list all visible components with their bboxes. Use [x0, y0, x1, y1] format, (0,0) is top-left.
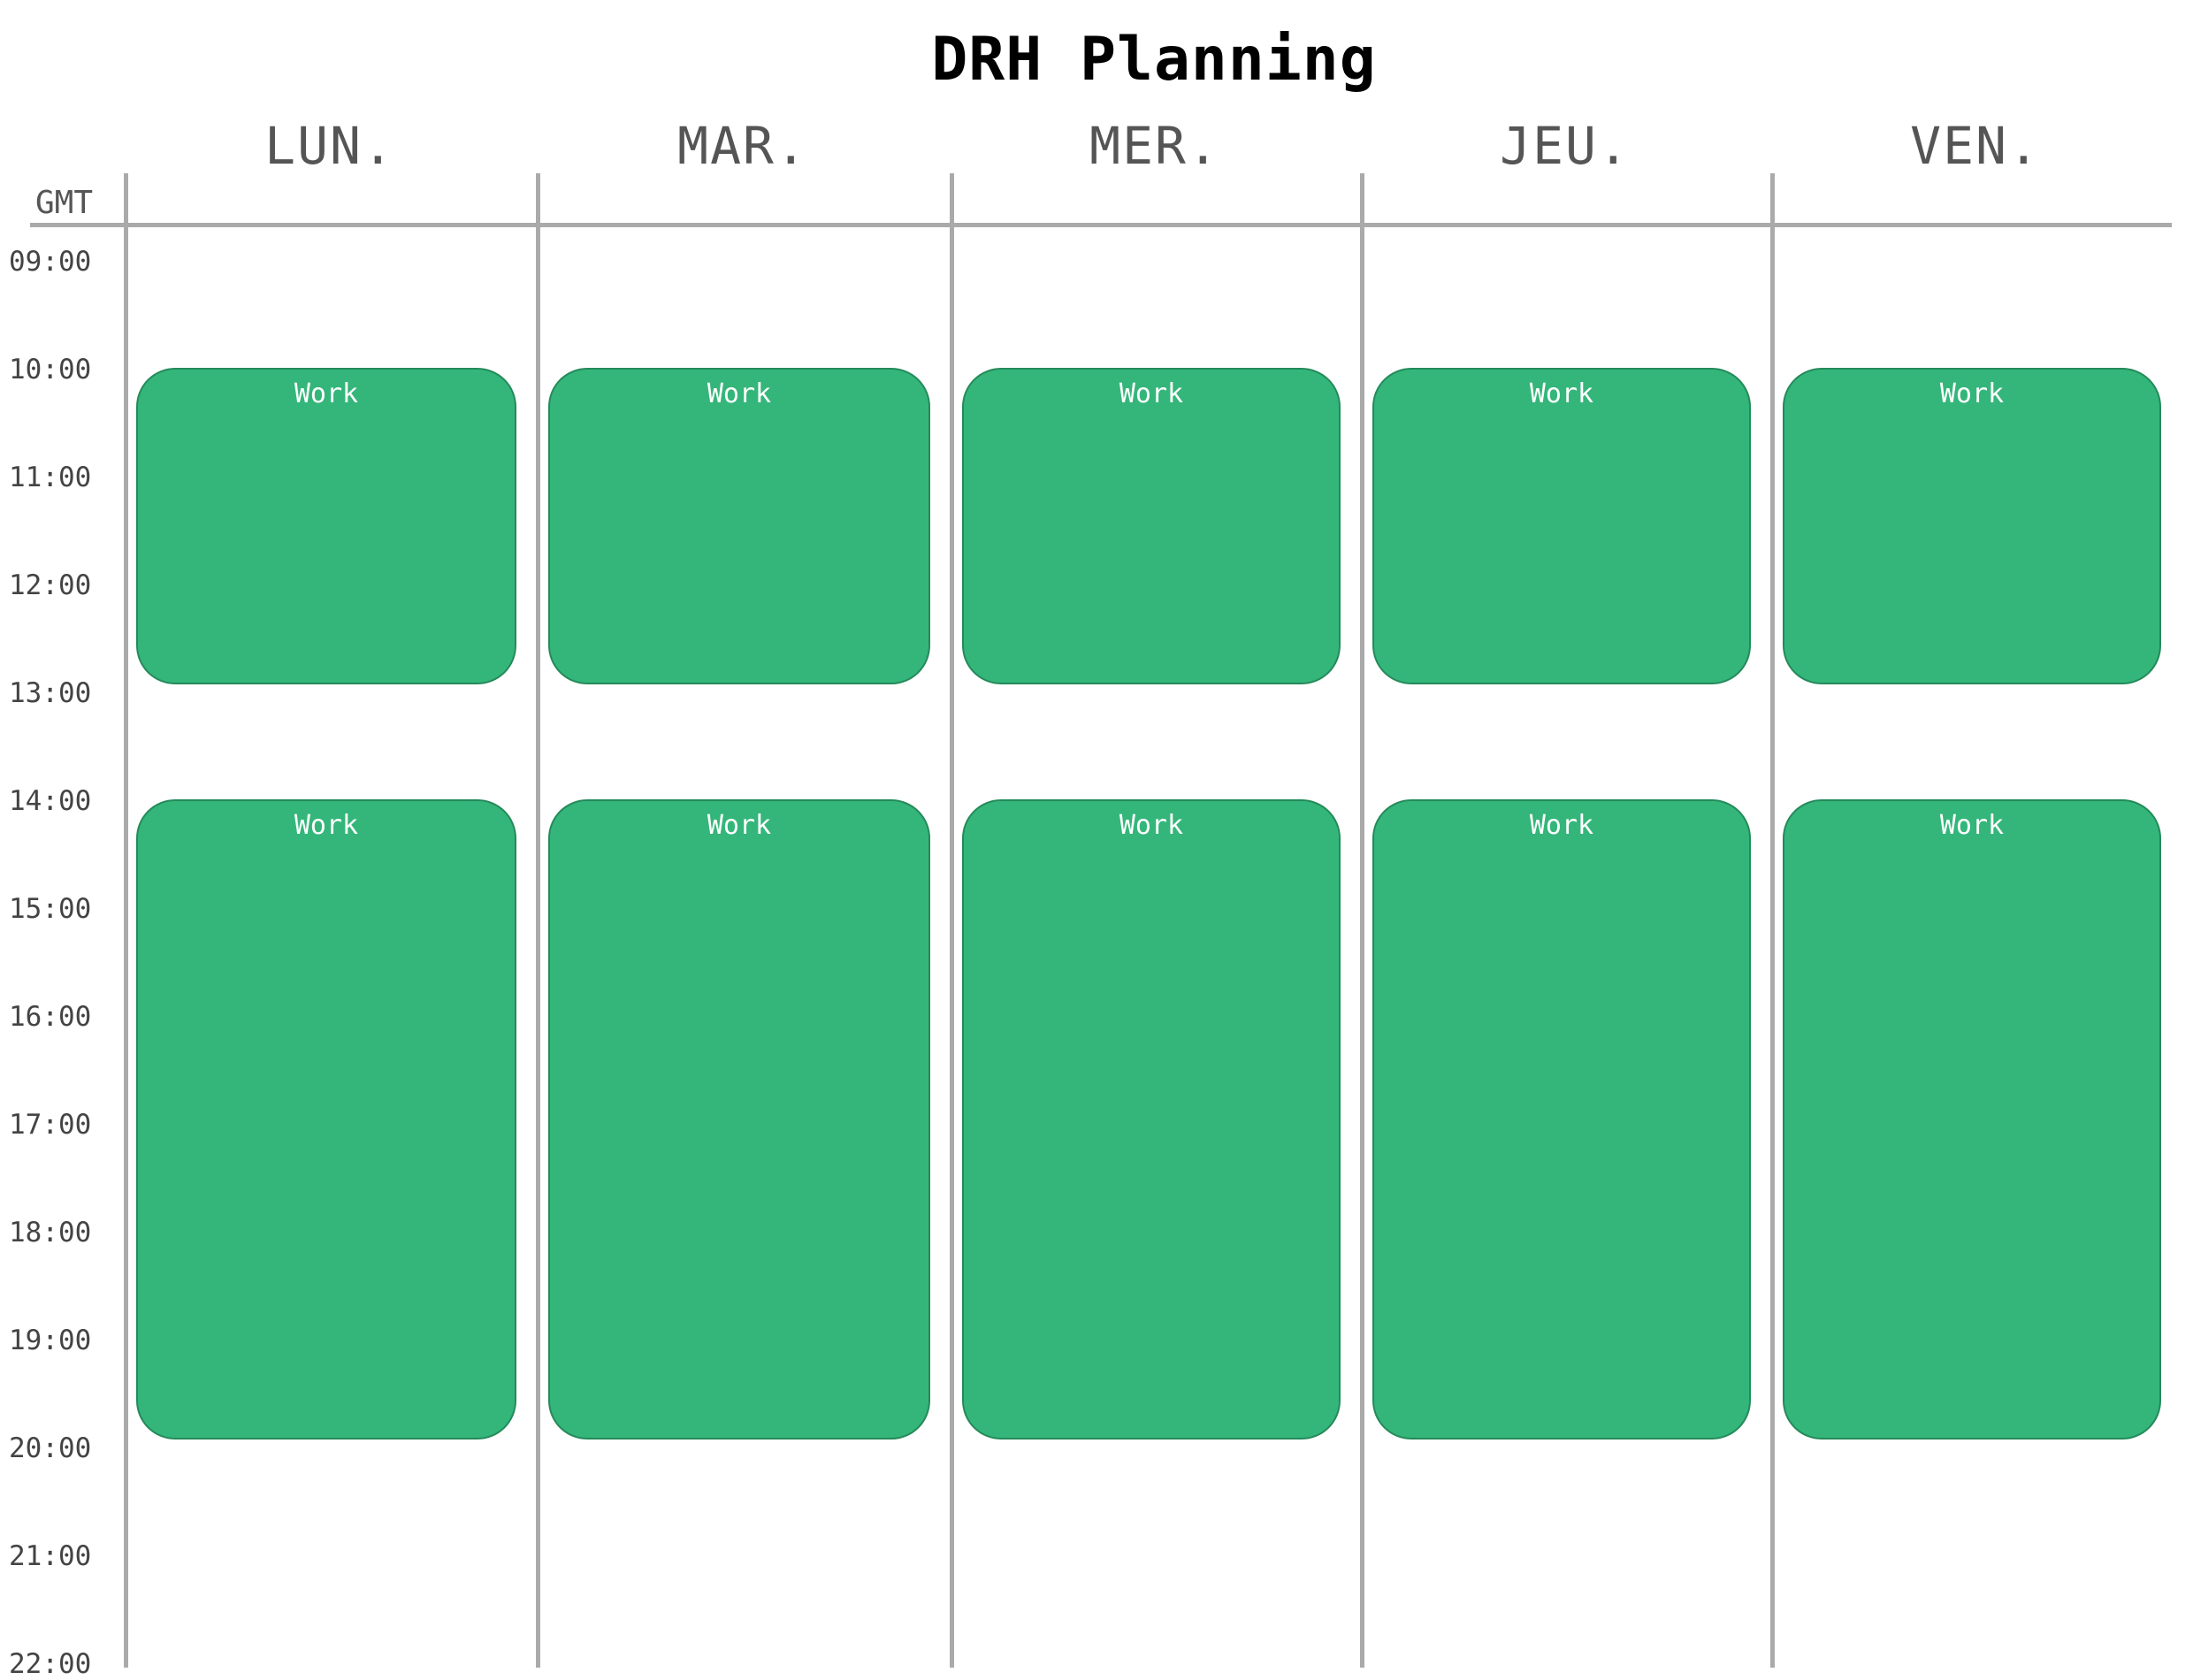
hour-label: 12:00 [9, 569, 92, 601]
column-divider [1770, 173, 1775, 1668]
day-header-wednesday: MER. [1089, 116, 1220, 176]
event-label: Work [707, 810, 772, 841]
hour-label: 21:00 [9, 1540, 92, 1572]
hour-label: 16:00 [9, 1001, 92, 1033]
column-divider [124, 173, 128, 1668]
event-label: Work [1939, 378, 2005, 409]
hour-label: 20:00 [9, 1432, 92, 1464]
event-label: Work [294, 810, 359, 841]
hour-label: 13:00 [9, 677, 92, 709]
event-block-monday[interactable]: Work [136, 799, 516, 1439]
event-block-friday[interactable]: Work [1783, 368, 2161, 684]
event-block-friday[interactable]: Work [1783, 799, 2161, 1439]
event-block-wednesday[interactable]: Work [962, 799, 1341, 1439]
hour-label: 22:00 [9, 1648, 92, 1680]
event-label: Work [1939, 810, 2005, 841]
event-block-tuesday[interactable]: Work [548, 799, 930, 1439]
column-divider [1360, 173, 1364, 1668]
column-divider [536, 173, 540, 1668]
event-label: Work [1529, 378, 1594, 409]
hour-label: 09:00 [9, 246, 92, 278]
hour-label: 19:00 [9, 1325, 92, 1356]
event-label: Work [1119, 378, 1184, 409]
timezone-label: GMT [35, 185, 94, 221]
hour-label: 15:00 [9, 893, 92, 925]
day-header-tuesday: MAR. [677, 116, 808, 176]
column-divider [950, 173, 954, 1668]
event-block-thursday[interactable]: Work [1372, 368, 1751, 684]
hour-label: 10:00 [9, 354, 92, 386]
event-block-thursday[interactable]: Work [1372, 799, 1751, 1439]
event-label: Work [1529, 810, 1594, 841]
event-label: Work [707, 378, 772, 409]
hour-label: 11:00 [9, 462, 92, 493]
hour-label: 14:00 [9, 785, 92, 817]
day-header-thursday: JEU. [1500, 116, 1631, 176]
day-header-friday: VEN. [1910, 116, 2041, 176]
event-block-monday[interactable]: Work [136, 368, 516, 684]
planner-title: DRH Planning [931, 25, 1377, 95]
hour-label: 18:00 [9, 1217, 92, 1249]
event-label: Work [294, 378, 359, 409]
event-block-tuesday[interactable]: Work [548, 368, 930, 684]
header-divider [30, 223, 2172, 227]
day-header-monday: LUN. [264, 116, 395, 176]
event-label: Work [1119, 810, 1184, 841]
event-block-wednesday[interactable]: Work [962, 368, 1341, 684]
hour-label: 17:00 [9, 1109, 92, 1141]
